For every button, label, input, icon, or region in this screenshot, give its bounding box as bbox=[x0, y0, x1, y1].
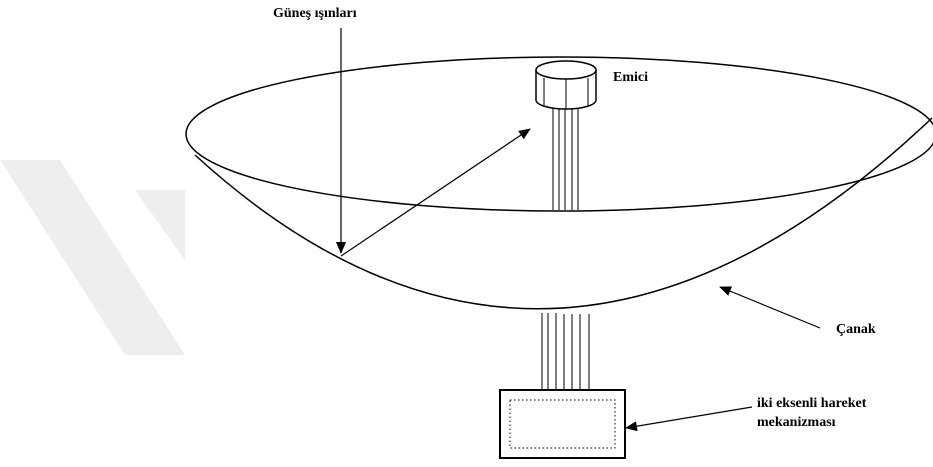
sun-rays-label: Güneş ışınları bbox=[273, 6, 357, 21]
dish-rim bbox=[185, 56, 933, 212]
mechanism-label-line1: iki eksenli hareket bbox=[757, 396, 867, 411]
dish-bowl bbox=[194, 117, 933, 310]
absorber-cylinder bbox=[535, 60, 597, 110]
pedestal-rods bbox=[541, 313, 590, 389]
mechanism-box bbox=[499, 389, 626, 459]
dish-label: Çanak bbox=[836, 322, 876, 337]
absorber-label: Emici bbox=[613, 70, 648, 85]
reflected-ray-arrow bbox=[340, 128, 531, 257]
mechanism-leader-arrow bbox=[625, 406, 753, 432]
receiver-support bbox=[552, 108, 579, 210]
watermark bbox=[0, 160, 185, 355]
mechanism-label-line2: mekanizması bbox=[757, 415, 836, 430]
mechanism-inner-box bbox=[509, 399, 616, 449]
dish-leader-arrow bbox=[719, 286, 821, 329]
